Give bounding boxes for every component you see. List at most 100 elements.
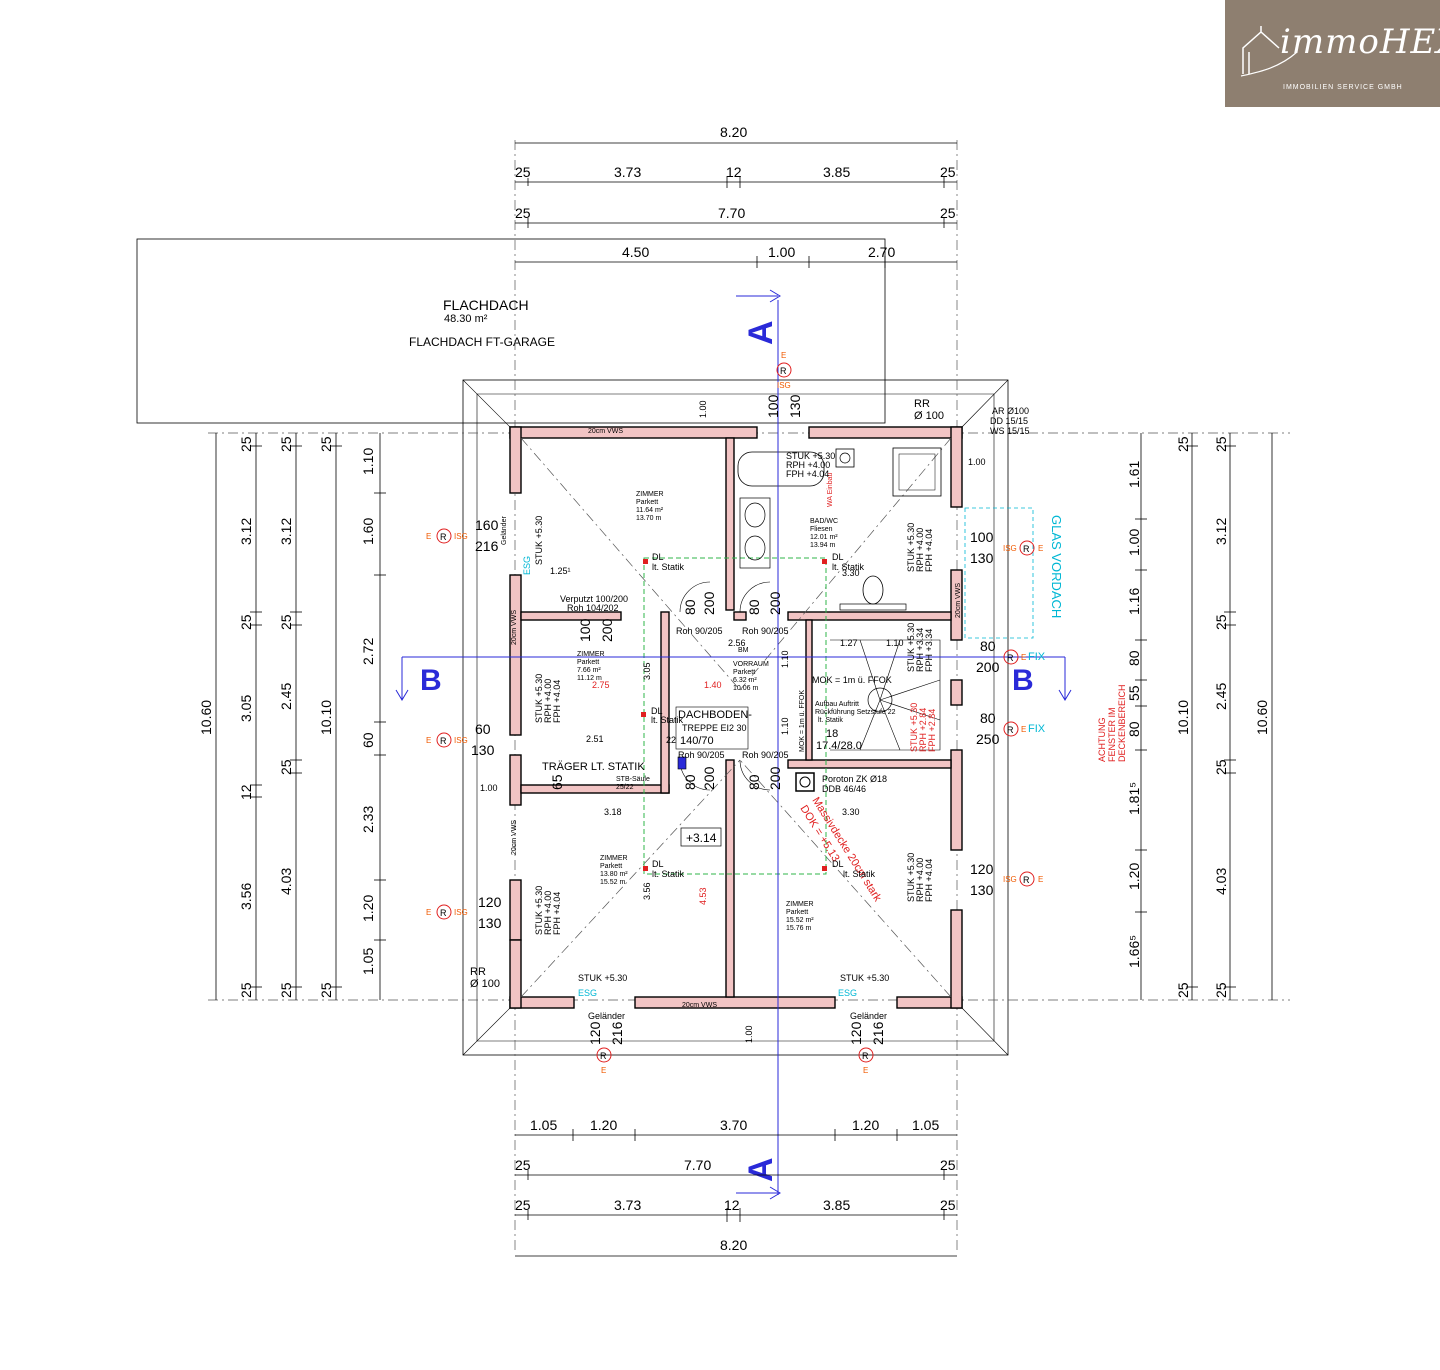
svg-text:15.76 m: 15.76 m bbox=[786, 925, 811, 932]
dim-right-a3: 1.16 bbox=[1126, 588, 1142, 615]
railing-left: Geländer bbox=[501, 516, 508, 545]
dim-bot2-a: 25 bbox=[515, 1157, 531, 1173]
house-outline-icon bbox=[1240, 26, 1298, 77]
dim-right-c5: 25 bbox=[1213, 759, 1229, 775]
sym-r-left2: R bbox=[440, 736, 447, 746]
vws-top: 20cm VWS bbox=[588, 428, 623, 435]
dim-bot2-b: 7.70 bbox=[684, 1157, 711, 1173]
rph-right-2b: RPH +2.84 bbox=[918, 708, 928, 752]
win-left1-h: 216 bbox=[475, 538, 499, 554]
dim-top3-c: 2.70 bbox=[868, 244, 895, 260]
dd-label: DD 15/15 bbox=[990, 416, 1028, 426]
win-bottom2-w: 120 bbox=[848, 1021, 864, 1045]
sym-r-right4: R bbox=[1023, 875, 1030, 885]
spiral-stair bbox=[830, 639, 941, 751]
level-box bbox=[680, 827, 722, 847]
dim-top3-b: 1.00 bbox=[768, 244, 795, 260]
stair-count: 18 bbox=[826, 728, 838, 740]
section-a-top: A bbox=[742, 320, 780, 345]
dim-left-d2: 1.60 bbox=[360, 518, 376, 545]
stair-ratio: 17.4/28.0 bbox=[816, 740, 862, 752]
inner-dim-22: 22 bbox=[666, 735, 676, 745]
dim-top2-b: 7.70 bbox=[718, 205, 745, 221]
column-label: STB-Säule bbox=[616, 776, 650, 783]
dim-left-a4: 3.05 bbox=[238, 695, 254, 722]
svg-text:13.80 m²: 13.80 m² bbox=[600, 871, 628, 878]
dim-bot3-b: 3.73 bbox=[614, 1197, 641, 1213]
inner-dim-453: 4.53 bbox=[698, 887, 708, 905]
svg-text:15.52 m²: 15.52 m² bbox=[786, 917, 814, 924]
statik-3: lt. Statik bbox=[651, 715, 684, 725]
dim-top-a: 25 bbox=[515, 164, 531, 180]
beam-label: TRÄGER LT. STATIK bbox=[542, 761, 645, 773]
svg-text:13.94 m: 13.94 m bbox=[810, 542, 835, 549]
inner-dim-305: 3.05 bbox=[642, 662, 652, 680]
vws-right: 20cm VWS bbox=[955, 583, 962, 618]
inner-dim-100-right: 1.00 bbox=[968, 457, 986, 467]
dim-left-a5: 12 bbox=[238, 784, 254, 800]
win-right4-w: 120 bbox=[970, 861, 994, 877]
stuk-left-1: STUK +5.30 bbox=[534, 516, 544, 565]
vws-left2: 20cm VWS bbox=[511, 820, 518, 855]
win-right1-h: 130 bbox=[970, 550, 994, 566]
room-zimmer-4: ZIMMER Parkett 15.52 m² 15.76 m bbox=[786, 901, 814, 932]
level-label: +3.14 bbox=[686, 831, 717, 845]
stuk-right-1: STUK +5.30 bbox=[906, 523, 916, 572]
bm-label: BM bbox=[738, 647, 749, 654]
section-b-left: B bbox=[420, 664, 442, 697]
chimney-label: Poroton ZK Ø18 bbox=[822, 774, 887, 784]
svg-text:15.52 m: 15.52 m bbox=[600, 879, 625, 886]
inner-dim-110-v1: 1.10 bbox=[780, 650, 790, 668]
dim-top-e: 25 bbox=[940, 164, 956, 180]
sym-e-right3: E bbox=[1021, 725, 1026, 734]
stair-build-2: Rückführung Setzstufe 22 bbox=[815, 709, 896, 716]
dim-bot-total: 8.20 bbox=[720, 1237, 747, 1253]
dim-right-c7: 25 bbox=[1213, 982, 1229, 998]
attic-stair-type: TREPPE EI2 30 bbox=[682, 723, 747, 733]
svg-text:6.32 m²: 6.32 m² bbox=[733, 677, 757, 684]
sym-r-left3: R bbox=[440, 908, 447, 918]
win-bottom2-h: 216 bbox=[870, 1021, 886, 1045]
railing-bottom-1: Geländer bbox=[588, 1011, 625, 1021]
win-bottom1-h: 216 bbox=[609, 1021, 625, 1045]
svg-text:13.70 m: 13.70 m bbox=[636, 515, 661, 522]
statik-2: lt. Statik bbox=[832, 562, 865, 572]
esg-bottom-2: ESG bbox=[838, 988, 857, 998]
flat-roof-title: FLACHDACH bbox=[443, 297, 529, 313]
rr-top-size: Ø 100 bbox=[914, 410, 944, 422]
inner-dim-251: 2.51 bbox=[586, 734, 604, 744]
room-bad: BAD/WC Fliesen 12.01 m² 13.94 m bbox=[810, 518, 838, 549]
door-roh-2: Roh 90/205 bbox=[742, 626, 789, 636]
dim-right-total: 10.60 bbox=[1254, 700, 1270, 735]
dl-2: DL bbox=[832, 552, 844, 562]
doors bbox=[677, 581, 771, 791]
svg-text:BAD/WC: BAD/WC bbox=[810, 518, 838, 525]
bath-fixtures bbox=[737, 447, 942, 792]
ar-label: AR Ø100 bbox=[992, 406, 1029, 416]
dim-right-c4: 2.45 bbox=[1213, 683, 1229, 710]
dim-right-a1: 1.61 bbox=[1126, 461, 1142, 488]
glass-canopy-label: GLAS VORDACH bbox=[1049, 515, 1064, 618]
rr-bottom-label: RR bbox=[470, 966, 486, 978]
sym-e-left3: E bbox=[426, 908, 431, 917]
exterior-walls bbox=[509, 426, 963, 1009]
dl-markers bbox=[641, 559, 827, 871]
win-left2-w: 60 bbox=[475, 721, 491, 737]
room-vorraum: VORRAUM Parkett 6.32 m² 10.06 m bbox=[733, 661, 769, 692]
svg-text:11.64 m²: 11.64 m² bbox=[636, 507, 664, 514]
inner-dim-256: 2.56 bbox=[728, 638, 746, 648]
inner-dim-275: 2.75 bbox=[592, 680, 610, 690]
svg-text:Parkett: Parkett bbox=[600, 863, 622, 870]
rph-left-3: RPH +4.00 bbox=[543, 891, 553, 935]
door-roh-4: Roh 90/205 bbox=[742, 750, 789, 760]
sym-isg-right4: ISG bbox=[1003, 875, 1017, 884]
dim-bot1-a: 1.05 bbox=[530, 1117, 557, 1133]
sym-isg-right1: ISG bbox=[1003, 544, 1017, 553]
dim-right-b1: 25 bbox=[1175, 436, 1191, 452]
dim-left-b4: 2.45 bbox=[278, 683, 294, 710]
dim-right-a8: 1.20 bbox=[1126, 863, 1142, 890]
dl-1: DL bbox=[652, 552, 664, 562]
dim-left-a1: 25 bbox=[238, 436, 254, 452]
inner-dim-100-left: 1.00 bbox=[480, 783, 498, 793]
bad-stuk: STUK +5.30 bbox=[786, 451, 835, 461]
